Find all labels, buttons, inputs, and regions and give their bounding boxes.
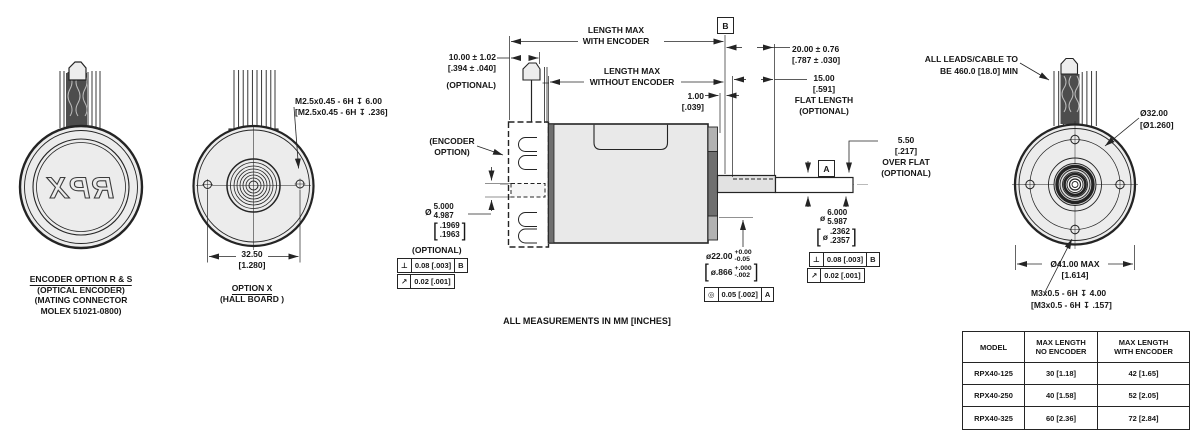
table-cell-no-encoder: 60 [2.36] [1025,407,1098,429]
front-shaft-diameter-inch: [ ø .2362 .2357 ] [816,225,857,248]
rear-shaft-diameter-inch: [ .1969 .1963 ] [433,219,467,242]
rpx-logo: RPX [46,172,114,205]
pilot-diameter-mm: ø22.00 +0.00 -0.05 [706,249,752,263]
side-view-dimension-lines [468,35,878,247]
diameter-symbol-icon: ø [822,231,828,242]
rear-shaft-optional-note: (OPTIONAL) [412,245,462,255]
table-cell-model: RPX40-250 [963,385,1025,407]
rear-shaft-diameter-mm: Ø 5.000 4.987 [425,202,454,220]
m3-thread-callout: M3x0.5 - 6H ↧ 4.00 [M3x0.5 - 6H ↧ .157] [1031,288,1112,310]
perpendicularity-frame: ⊥ 0.08 [.003] B [397,258,468,273]
bolt-circle-diameter: Ø32.00 [Ø1.260] [1140,108,1174,130]
table-header-with-encoder: MAX LENGTH WITH ENCODER [1098,332,1189,363]
front-shaft-diameter-mm: ø 6.000 5.987 [820,208,848,226]
connector-length-dimension: 10.00 ± 1.02 [.394 ± .040] (OPTIONAL) [446,52,496,90]
table-cell-model: RPX40-125 [963,363,1025,385]
flat-length-dimension: 15.00 [.591] FLAT LENGTH (OPTIONAL) [794,73,854,116]
bracket-icon: ] [851,225,857,248]
hole-spacing-dimension: 32.50 [1.280] [238,249,266,270]
front-view-caption: ENCODER OPTION R & S (OPTICAL ENCODER) (… [29,274,133,316]
outer-diameter-dimension: Ø41.00 MAX [1.614] [1050,259,1100,280]
table-cell-with-encoder: 42 [1.65] [1098,363,1189,385]
table-cell-no-encoder: 40 [1.58] [1025,385,1098,407]
datum-a-flag: A [818,160,835,177]
table-cell-no-encoder: 30 [1.18] [1025,363,1098,385]
bracket-icon: [ [816,225,821,248]
table-header-no-encoder: MAX LENGTH NO ENCODER [1025,332,1098,363]
perpendicularity-frame: ⊥ 0.08 [.003] B [809,252,880,267]
units-note: ALL MEASUREMENTS IN MM [INCHES] [503,316,671,326]
encoder-option-label: (ENCODER OPTION) [429,136,475,157]
runout-frame: ↗ 0.02 [.001] [807,268,865,283]
length-with-encoder-dimension: LENGTH MAX WITH ENCODER [582,25,650,46]
runout-frame: ↗ 0.02 [.001] [397,274,455,289]
concentricity-icon: ◎ [704,287,719,302]
bracket-icon: [ [704,260,709,283]
perpendicularity-icon: ⊥ [809,252,824,267]
option-x-view-drawing [192,70,315,263]
perpendicularity-icon: ⊥ [397,258,412,273]
connector-icon [68,61,87,81]
connector-icon [1060,57,1079,75]
shaft-extension-dimension: 20.00 ± 0.76 [.787 ± .030] [792,44,841,65]
concentricity-frame: ◎ 0.05 [.002] A [704,287,775,302]
runout-icon: ↗ [397,274,412,289]
table-cell-model: RPX40-325 [963,407,1025,429]
leads-length-note: ALL LEADS/CABLE TO BE 460.0 [18.0] MIN [924,54,1018,76]
over-flat-dimension: 5.50 [.217] OVER FLAT (OPTIONAL) [881,135,931,178]
option-x-caption: OPTION X (HALL BOARD ) [219,283,285,304]
diameter-symbol-icon: Ø [425,206,432,217]
diameter-symbol-icon: ø [820,212,826,223]
cap-thickness-dimension: 1.00 [.039] [681,91,704,112]
bracket-icon: ] [753,260,759,283]
runout-icon: ↗ [807,268,822,283]
table-cell-with-encoder: 72 [2.84] [1128,413,1159,423]
length-without-encoder-dimension: LENGTH MAX WITHOUT ENCODER [589,66,675,87]
bracket-icon: [ [433,219,438,242]
datum-b-flag: B [717,17,734,34]
front-view-drawing: RPX [18,61,144,250]
rear-view-drawing [1012,57,1140,293]
table-cell-with-encoder: 52 [2.05] [1098,385,1189,407]
table-header-model: MODEL [963,332,1025,363]
connector-icon [522,62,541,81]
model-length-table: MODEL MAX LENGTH NO ENCODER MAX LENGTH W… [962,331,1190,430]
pilot-diameter-inch: [ ø.866 +.000 -.002 ] [704,260,759,283]
m2.5-thread-callout: M2.5x0.45 - 6H ↧ 6.00 [M2.5x0.45 - 6H ↧ … [295,96,388,117]
front-view-caption-title: ENCODER OPTION R & S [29,274,133,286]
bracket-icon: ] [461,219,467,242]
side-view-drawing [500,62,868,248]
